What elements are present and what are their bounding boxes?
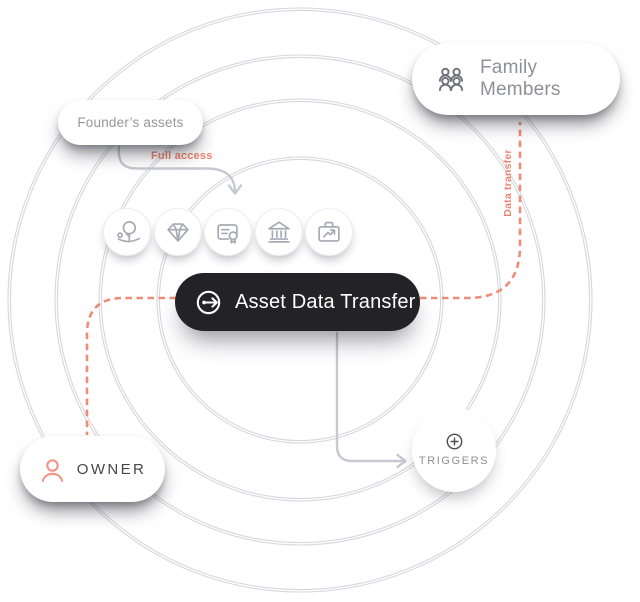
full-access-label: Full access <box>151 150 213 162</box>
asset-circle-certificates <box>204 208 252 256</box>
family-members-node: Family Members <box>412 43 620 115</box>
asset-data-transfer-node: Asset Data Transfer <box>175 273 420 331</box>
triggers-arrow <box>335 331 407 469</box>
briefcase-growth-icon <box>314 217 344 247</box>
founders-assets-node: Founder’s assets <box>58 100 203 145</box>
asset-data-transfer-label: Asset Data Transfer <box>235 290 416 313</box>
family-group-icon <box>436 65 466 93</box>
diamond-icon <box>163 217 193 247</box>
asset-circle-business <box>305 208 353 256</box>
family-dashed-connector <box>420 122 522 300</box>
founders-assets-label: Founder’s assets <box>77 115 184 130</box>
family-members-label: Family Members <box>480 57 561 100</box>
owner-dashed-connector <box>85 296 176 435</box>
owner-node: OWNER <box>20 436 165 502</box>
asset-circle-valuables <box>153 208 202 256</box>
estate-tree-icon <box>112 217 142 247</box>
certificate-icon <box>213 217 243 247</box>
triggers-label: TRIGGERS <box>418 455 490 467</box>
owner-label: OWNER <box>76 460 147 478</box>
person-icon <box>39 456 66 483</box>
asset-circle-estate <box>103 208 151 256</box>
triggers-node: TRIGGERS <box>412 408 496 492</box>
full-access-arrow <box>117 145 243 195</box>
bank-icon <box>264 217 294 247</box>
data-transfer-label: Data transfer <box>502 149 514 217</box>
asset-circle-bank <box>254 208 303 256</box>
concentric-rings <box>7 7 593 593</box>
transfer-icon <box>195 289 222 316</box>
plus-circle-icon <box>446 433 463 450</box>
